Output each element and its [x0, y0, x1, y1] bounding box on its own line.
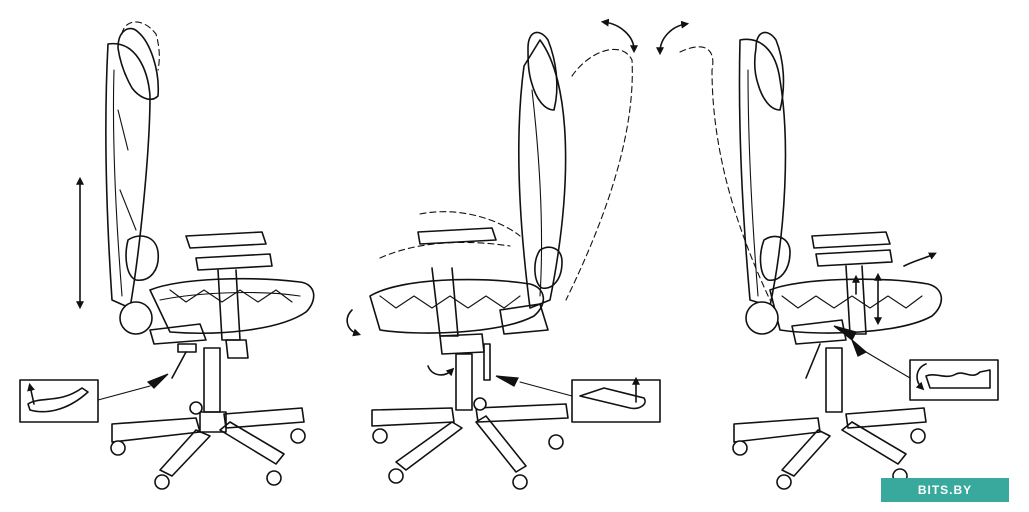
backrest-seam: [112, 69, 123, 297]
backrest: [518, 39, 567, 309]
armrest-pad: [417, 227, 497, 245]
armrest-pad: [811, 231, 891, 249]
seat-cushion: [149, 277, 315, 334]
base-leg-left: [111, 417, 201, 443]
panel-seat-height: [19, 21, 315, 490]
seat-diamond-stitch: [781, 295, 923, 309]
callout-lever-drawing: [925, 369, 991, 389]
pointer-arrow: [833, 325, 857, 341]
callout-up-arrow: [27, 382, 35, 405]
backrest: [738, 38, 787, 307]
pivot-knob: [119, 301, 153, 335]
tilt-mechanism: [439, 333, 485, 355]
mechanism-bracket: [177, 343, 197, 353]
recline-arrow: [600, 18, 638, 54]
callout-lever-drawing: [27, 387, 89, 413]
base-leg-right: [475, 403, 569, 423]
tilt-arrow: [656, 20, 690, 56]
armrest-ghost: [419, 211, 521, 237]
caster: [732, 440, 748, 456]
caster: [290, 428, 306, 444]
backrest-panel-lines: [117, 109, 137, 231]
base-leg-front-left: [159, 429, 211, 477]
callout-box-recline-lever: [571, 379, 661, 423]
caster: [512, 474, 528, 490]
base-leg-right: [845, 407, 927, 429]
recline-lever: [483, 343, 491, 381]
caster: [548, 434, 564, 450]
base-leg-front-left: [395, 421, 463, 471]
base-leg-front-left: [781, 429, 831, 477]
recline-bracket: [499, 303, 549, 335]
callout-lever-drawing: [579, 387, 646, 410]
pivot-knob: [745, 301, 779, 335]
caster: [910, 428, 926, 444]
lumbar-pillow: [759, 235, 791, 281]
callout-leader: [519, 381, 573, 397]
caster: [189, 401, 203, 415]
pointer-arrow-small: [851, 339, 868, 357]
watermark-badge: BITS.BY: [881, 478, 1009, 502]
rotate-arrow-bottom: [427, 365, 455, 377]
callout-box-lift-lever: [19, 379, 99, 423]
tilted-backrest-ghost: [679, 46, 771, 301]
gas-cylinder: [203, 347, 221, 413]
base-leg-front-right: [475, 415, 527, 473]
caster: [372, 428, 388, 444]
armrest-post: [217, 269, 241, 341]
backrest: [105, 42, 151, 309]
rotate-arrow-left: [346, 309, 362, 337]
panel-seat-tilt: [656, 20, 999, 490]
panel-backrest-tilt: [346, 18, 661, 490]
caster: [473, 397, 487, 411]
tilt-mechanism: [791, 319, 847, 345]
lumbar-pillow: [125, 235, 160, 281]
caster: [110, 440, 126, 456]
callout-pointer-arrow: [146, 373, 169, 389]
backrest-seam: [747, 69, 759, 297]
tilt-lock-lever: [805, 343, 821, 379]
armrest-swing-arrow: [903, 252, 937, 267]
callout-box-tilt-lock: [909, 359, 999, 401]
headrest-pillow: [117, 27, 160, 101]
callout-rotate-arrow: [915, 363, 927, 391]
watermark-text: BITS.BY: [917, 483, 973, 497]
armrest-knob: [225, 339, 249, 359]
armrest-pad-low: [195, 253, 273, 271]
gas-cylinder: [825, 347, 843, 413]
caster: [388, 468, 404, 484]
seat-quilting: [159, 291, 301, 301]
caster: [154, 474, 170, 490]
callout-leader: [97, 385, 151, 401]
headrest-pillow: [527, 31, 558, 111]
tilt-mechanism: [149, 323, 207, 345]
armrest-pad: [185, 231, 267, 249]
callout-pointer-arrow: [495, 375, 519, 387]
seat-cushion: [769, 278, 943, 334]
headrest-pillow: [753, 31, 785, 111]
armrest-pad-low: [815, 249, 893, 267]
seat-ghost: [379, 241, 511, 259]
base-leg-left: [733, 417, 821, 443]
headrest-ghost: [121, 21, 160, 71]
lumbar-pillow: [534, 246, 563, 289]
armrest-post: [845, 265, 867, 335]
base-leg-left: [371, 407, 455, 427]
reclined-backrest-ghost: [565, 48, 633, 301]
seat-diamond-stitch: [169, 289, 293, 303]
callout-leader: [865, 351, 911, 379]
height-lever: [171, 351, 187, 379]
caster: [776, 474, 792, 490]
backrest-seam: [531, 89, 543, 297]
base-leg-front-right: [841, 421, 907, 465]
seat-diamond-stitch: [379, 295, 521, 309]
caster: [266, 470, 282, 486]
base-hub: [199, 411, 227, 433]
armrest-post: [431, 267, 459, 337]
gas-cylinder: [455, 353, 473, 411]
